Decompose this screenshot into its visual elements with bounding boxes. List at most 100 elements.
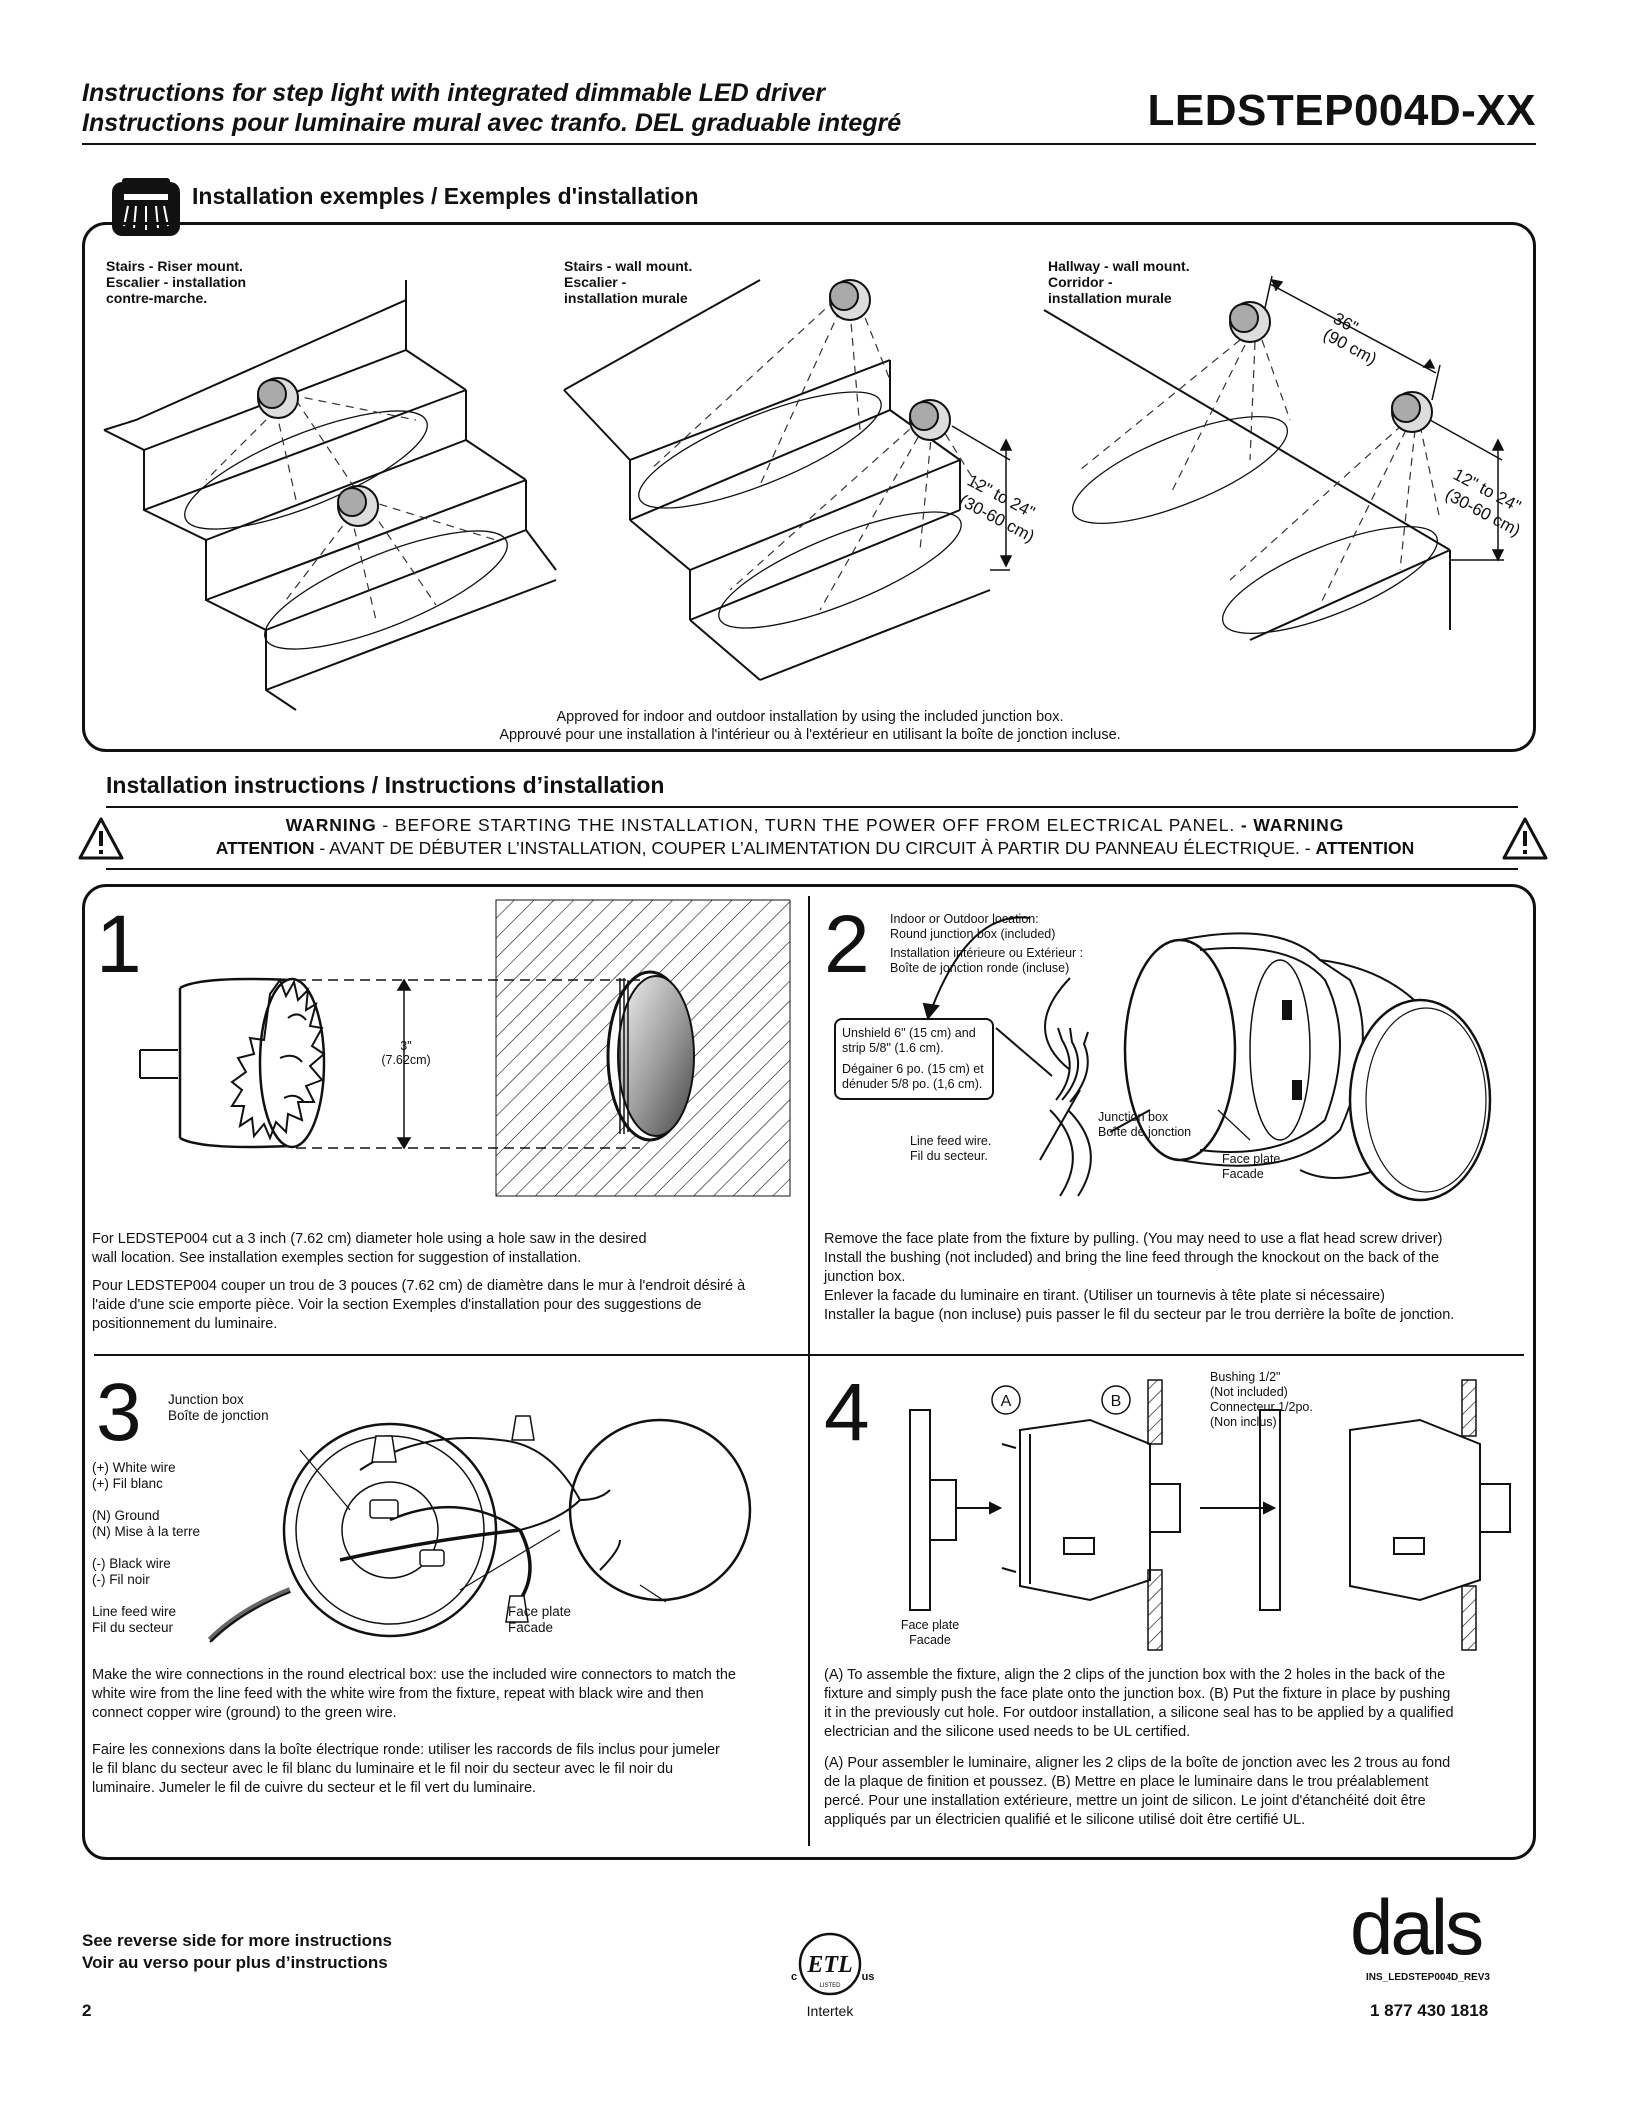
- doc-reference: INS_LEDSTEP004D_REV3: [1366, 1972, 1490, 1983]
- step2-face-en: Face plate: [1222, 1152, 1281, 1166]
- footer-reverse-fr: Voir au verso pour plus d’instructions: [82, 1953, 388, 1972]
- step3-face-fr: Facade: [508, 1620, 554, 1635]
- header-titles: Instructions for step light with integra…: [82, 78, 901, 138]
- warning-fr-strong-1: ATTENTION: [215, 838, 315, 858]
- step3-text-fr-3: luminaire. Jumeler le fil de cuivre du s…: [92, 1780, 537, 1796]
- warning-en-strong-2: - WARNING: [1240, 815, 1345, 835]
- riser-label-fr2: contre-marche.: [106, 290, 208, 306]
- step1-illustration: 3" (7.62cm): [139, 899, 791, 1197]
- step1-text-fr-3: positionnement du luminaire.: [92, 1316, 278, 1332]
- examples-note-fr: Approuvé pour une installation à l'intér…: [499, 727, 1121, 743]
- hallway-label: Hallway - wall mount. Corridor - install…: [1048, 258, 1190, 306]
- hallway-label-en: Hallway - wall mount.: [1048, 258, 1190, 274]
- hallway-illustration: 36" (90 cm) 12" to 24" (30-60 cm): [1043, 275, 1524, 641]
- step3-black-fr: (-) Fil noir: [92, 1572, 150, 1587]
- step4-face-label: Face plate Facade: [880, 1618, 980, 1648]
- step4-face-en: Face plate: [900, 1618, 960, 1632]
- stairs-wall-label-fr1: Escalier -: [564, 274, 627, 290]
- step4-face-fr: Facade: [909, 1633, 951, 1647]
- step3-white-fr: (+) Fil blanc: [92, 1476, 163, 1491]
- step1-number: 1: [96, 899, 142, 990]
- riser-label-en: Stairs - Riser mount.: [106, 258, 243, 274]
- examples-note-en: Approved for indoor and outdoor installa…: [556, 709, 1064, 725]
- stairs-wall-label-fr2: installation murale: [564, 290, 688, 306]
- footer-reverse-en: See reverse side for more instructions: [82, 1931, 392, 1950]
- etl-intertek: Intertek: [807, 2003, 855, 2019]
- step3-ground-en: (N) Ground: [92, 1508, 160, 1523]
- etl-us: us: [862, 1971, 875, 1983]
- step2-text-3: junction box.: [824, 1269, 906, 1285]
- riser-mount-illustration: [103, 280, 557, 711]
- step3-face-label: Face plate Facade: [508, 1604, 571, 1636]
- model-number: LEDSTEP004D-XX: [1147, 86, 1536, 135]
- step2-jbox-label: Junction box Boîte de jonction: [1098, 1110, 1191, 1140]
- warning-icon-right: [1502, 817, 1548, 860]
- step4-text-fr-2: de la plaque de finition et poussez. (B)…: [824, 1774, 1429, 1790]
- etl-c: c: [791, 1971, 797, 1983]
- step1-dim-1: 3": [400, 1039, 411, 1053]
- step3-jbox-fr: Boîte de jonction: [168, 1408, 269, 1423]
- riser-label-fr1: Escalier - installation: [106, 274, 247, 290]
- warning-banner: [106, 806, 1518, 870]
- step4-bushing-label: Bushing 1/2" (Not included) Connecteur 1…: [1210, 1370, 1313, 1430]
- step2-location-label: Indoor or Outdoor location: Round juncti…: [890, 912, 1083, 976]
- step4-text-en-1: (A) To assemble the fixture, align the 2…: [824, 1667, 1446, 1683]
- step2-unshield-1: Unshield 6" (15 cm) and: [842, 1026, 976, 1040]
- step2-line-en: Line feed wire.: [910, 1134, 992, 1148]
- step3-line-en: Line feed wire: [92, 1604, 177, 1619]
- steps-vertical-divider: [808, 896, 810, 1846]
- step2-line-label: Line feed wire. Fil du secteur.: [910, 1134, 991, 1164]
- step2-text-1: Remove the face plate from the fixture b…: [824, 1231, 1443, 1247]
- hallway-label-fr1: Corridor -: [1048, 274, 1113, 290]
- step2-loc-fr-1: Installation intérieure ou Extérieur :: [890, 946, 1084, 960]
- step2-face-fr: Facade: [1222, 1167, 1264, 1181]
- step2-strip-callout: Unshield 6" (15 cm) and strip 5/8" (1.6 …: [834, 1018, 994, 1100]
- warning-fr-strong-2: ATTENTION: [1315, 838, 1415, 858]
- warning-text: WARNING - BEFORE STARTING THE INSTALLATI…: [130, 814, 1500, 860]
- stairs-wall-label: Stairs - wall mount. Escalier - installa…: [564, 258, 692, 306]
- hallway-label-fr2: installation murale: [1048, 290, 1172, 306]
- step1-text: For LEDSTEP004 cut a 3 inch (7.62 cm) di…: [92, 1230, 792, 1334]
- step3-text-fr-1: Faire les connexions dans la boîte élect…: [92, 1742, 720, 1758]
- step2-text-2: Install the bushing (not included) and b…: [824, 1250, 1440, 1266]
- step2-text-5: Installer la bague (non incluse) puis pa…: [824, 1307, 1455, 1323]
- step3-ground-label: (N) Ground (N) Mise à la terre: [92, 1508, 200, 1540]
- warning-line-fr: ATTENTION - AVANT DE DÉBUTER L’INSTALLAT…: [130, 837, 1500, 860]
- step2-loc-fr-2: Boîte de jonction ronde (incluse): [890, 961, 1070, 975]
- step3-text-fr-2: le fil blanc du secteur avec le fil blan…: [92, 1761, 674, 1777]
- step4-bushing-2: (Not included): [1210, 1385, 1288, 1399]
- step3-black-en: (-) Black wire: [92, 1556, 171, 1571]
- step3-illustration: [207, 1415, 752, 1643]
- step1-text-en-2: wall location. See installation exemples…: [92, 1250, 582, 1266]
- step4-text-fr-1: (A) Pour assembler le luminaire, aligner…: [824, 1755, 1451, 1771]
- examples-panel: [82, 222, 1536, 752]
- title-english: Instructions for step light with integra…: [82, 79, 826, 107]
- step4-text-fr-3: percé. Pour une installation extérieure,…: [824, 1793, 1426, 1809]
- step2-text: Remove the face plate from the fixture b…: [824, 1230, 1524, 1325]
- warning-fr-body: - AVANT DE DÉBUTER L’INSTALLATION, COUPE…: [314, 838, 1316, 858]
- step4-label-a: A: [1001, 1393, 1012, 1410]
- header-divider: [82, 143, 1536, 145]
- step1-text-fr-2: l'aide d'une scie emporte pièce. Voir la…: [92, 1297, 702, 1313]
- step3-white-label: (+) White wire (+) Fil blanc: [92, 1460, 176, 1492]
- examples-title: Installation exemples / Exemples d'insta…: [192, 183, 699, 209]
- instructions-title: Installation instructions / Instructions…: [106, 772, 665, 798]
- step4-text-en-3: it in the previously cut hole. For outdo…: [824, 1705, 1454, 1721]
- step2-degainer-2: dénuder 5/8 po. (1,6 cm).: [842, 1077, 983, 1091]
- stairs-wall-illustration: 12" to 24" (30-60 cm): [563, 279, 1038, 681]
- step1-dim-2: (7.62cm): [381, 1053, 430, 1067]
- step4-bushing-3: Connecteur 1/2po.: [1210, 1400, 1313, 1414]
- etl-mark: ETL: [806, 1952, 852, 1978]
- step4-label-b: B: [1111, 1393, 1122, 1410]
- step3-text-en-2: white wire from the line feed with the w…: [92, 1686, 704, 1702]
- steps-panel: [82, 884, 1536, 1860]
- step2-line-fr: Fil du secteur.: [910, 1149, 988, 1163]
- step2-jbox-en: Junction box: [1098, 1110, 1169, 1124]
- step3-jbox-en: Junction box: [168, 1392, 244, 1407]
- step3-jbox-label: Junction box Boîte de jonction: [168, 1392, 269, 1424]
- steps-horizontal-divider: [94, 1354, 1524, 1356]
- step1-text-en-1: For LEDSTEP004 cut a 3 inch (7.62 cm) di…: [92, 1231, 647, 1247]
- warning-en-body: - BEFORE STARTING THE INSTALLATION, TURN…: [376, 815, 1241, 835]
- step4-bushing-1: Bushing 1/2": [1210, 1370, 1281, 1384]
- step3-face-en: Face plate: [508, 1604, 572, 1619]
